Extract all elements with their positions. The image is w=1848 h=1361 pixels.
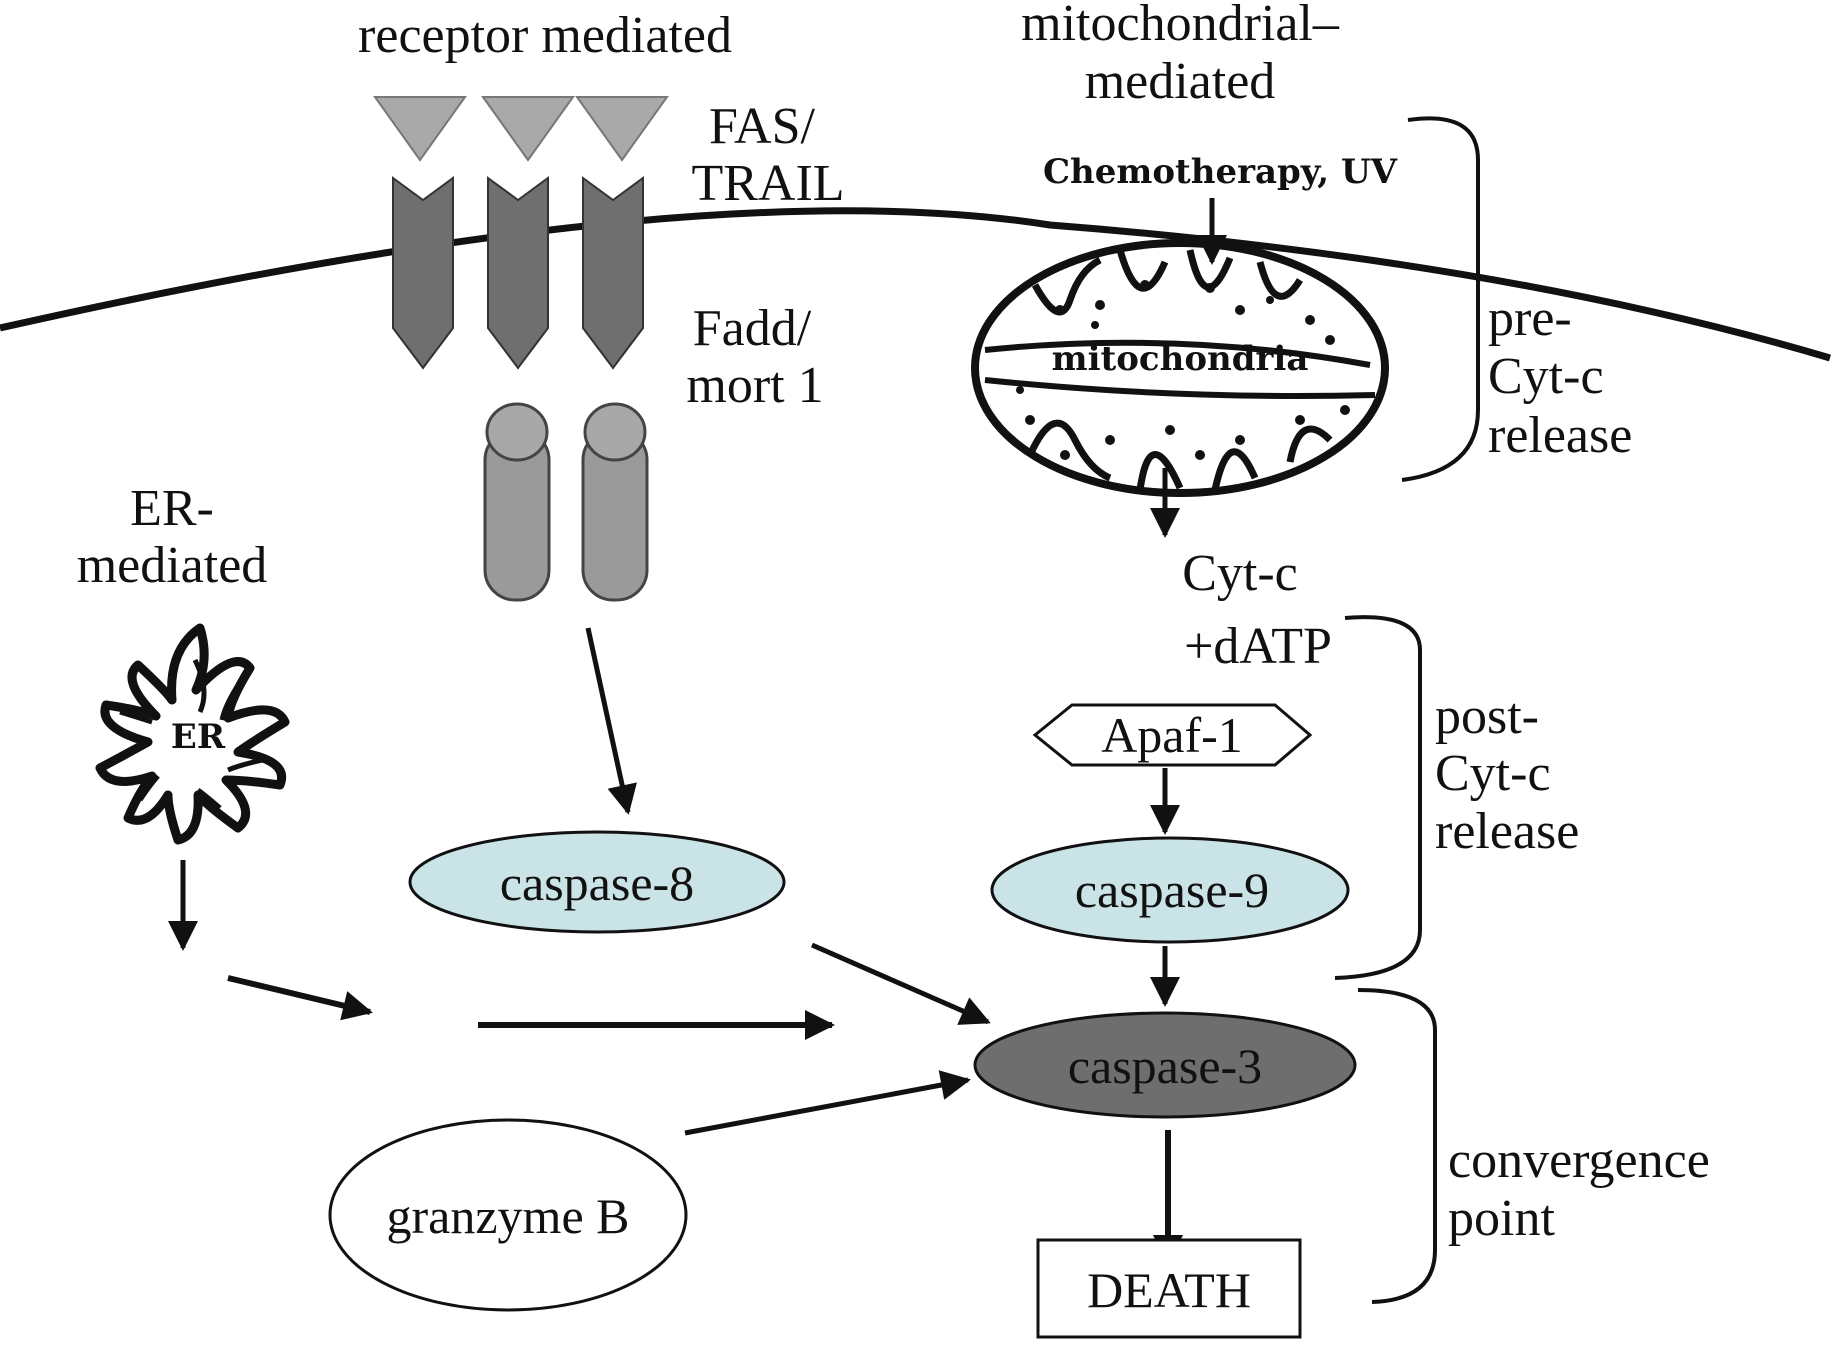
cytc-label-line2: +dATP [1184,618,1332,675]
fas-label-line1: FAS/ [709,98,816,155]
fadd-label-line2: mort 1 [686,357,823,414]
apaf1-label: Apaf-1 [1101,707,1243,763]
er-organelle: ER [95,623,290,845]
granzyme-b-node [328,1118,688,1312]
death-receptors [392,176,644,370]
fas-label-line2: TRAIL [691,155,844,212]
er-mediated-label-line2: mediated [77,537,268,594]
caspase8-node [408,830,786,934]
receptor-mediated-label: receptor mediated [358,7,732,64]
fadd-adaptors [483,402,649,602]
er-label: ER [171,717,226,757]
pre-cytc-label-line3: release [1488,407,1632,464]
post-cytc-label-line2: Cyt-c [1435,745,1551,802]
caspase3-node [973,1011,1357,1119]
post-cytc-label-line1: post- [1435,688,1539,745]
fadd-label-line1: Fadd/ [693,300,812,357]
mitochondria-label: mitochondria [1052,339,1309,379]
chemotherapy-label: Chemotherapy, UV [1043,152,1398,192]
caspase3-label: caspase-3 [1068,1038,1262,1094]
er-mediated-label-line1: ER- [130,480,214,537]
caspase9-node [990,836,1350,944]
arrow-fadd-to-casp8 [585,627,637,815]
post-cytc-label-line3: release [1435,803,1579,860]
ligand-triangles [373,96,669,162]
pre-cytc-label-line1: pre- [1488,290,1572,347]
granzyme-b-label: granzyme B [387,1188,630,1244]
cytc-label-line1: Cyt-c [1182,545,1298,602]
mito-mediated-label-line2: mediated [1085,53,1276,110]
mitochondrion: mitochondria [971,239,1389,497]
arrow-casp8-to-casp3 [810,942,991,1025]
pre-cytc-label-line2: Cyt-c [1488,348,1604,405]
death-node [1036,1238,1302,1339]
arrow-granzyme-to-casp3 [684,1070,971,1136]
bracket-convergence [1357,988,1437,1304]
apaf1-node [1032,703,1313,767]
bracket-post-cytc [1334,615,1422,980]
mito-mediated-label-line1: mitochondrial– [1021,0,1340,52]
convergence-label-line2: point [1448,1190,1555,1247]
convergence-label-line1: convergence [1448,1132,1710,1189]
caspase9-label: caspase-9 [1075,862,1269,918]
caspase8-label: caspase-8 [500,855,694,911]
arrow-er-right [227,975,373,1021]
death-label: DEATH [1087,1262,1251,1318]
bracket-pre-cytc [1401,116,1480,482]
